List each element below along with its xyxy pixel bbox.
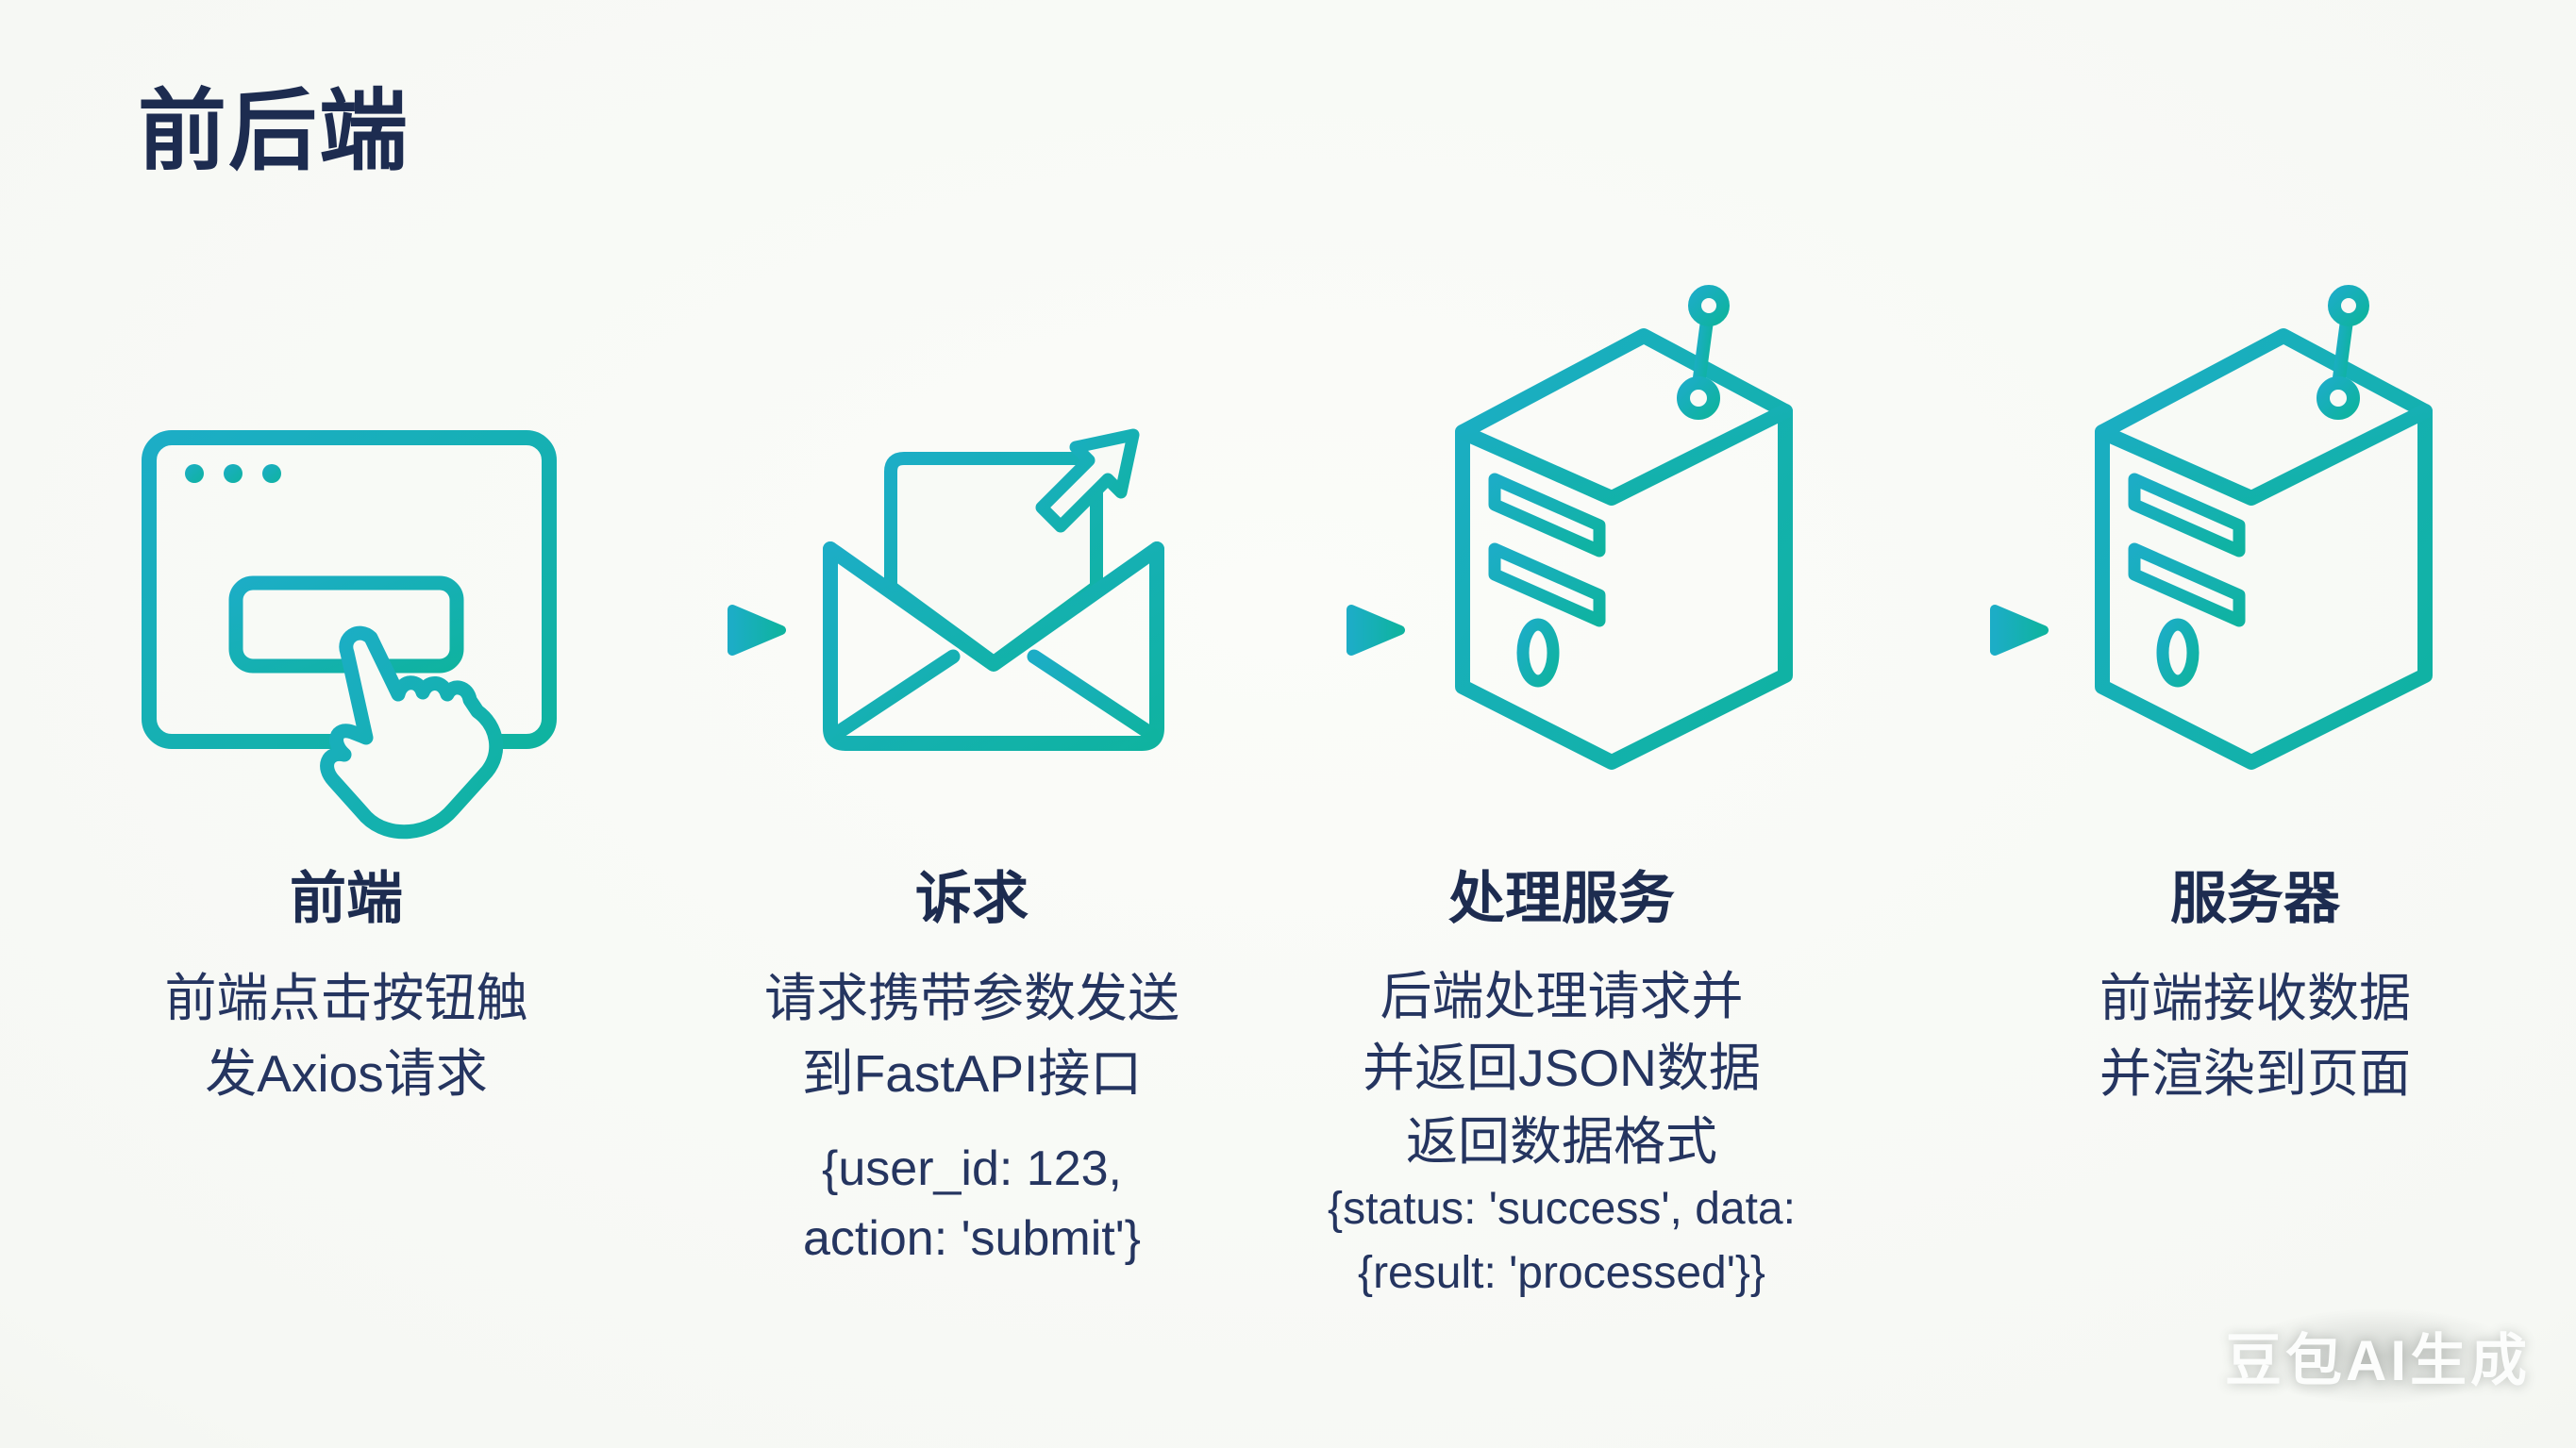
step-line: 前端点击按钮触 [164,969,528,1027]
step-code-line: {user_id: 123, [821,1141,1123,1196]
step-heading: 前端 [290,867,403,930]
page-title: 前后端 [138,81,410,180]
step-column-request: 诉求 请求携带参数发送 到FastAPI接口 {user_id: 123, ac… [670,868,1274,1273]
step-line: 并返回JSON数据 [1363,1039,1761,1097]
step-code-line: action: 'submit'} [802,1211,1142,1266]
step-heading: 处理服务 [1448,867,1675,930]
envelope-send-icon [823,428,1164,751]
watermark: 豆包AI生成 [2193,1294,2563,1417]
step-column-frontend: 前端 前端点击按钮触 发Axios请求 [44,868,648,1111]
browser-click-icon [142,430,557,840]
step-sublabel: 返回数据格式 [1405,1112,1717,1171]
step-line: 到FastAPI接口 [801,1044,1143,1103]
step-line: 后端处理请求并 [1380,967,1744,1025]
step-heading: 诉求 [915,867,1029,930]
step-line: 发Axios请求 [205,1044,488,1103]
step-line: 前端接收数据 [2099,969,2411,1027]
flow-arrow-1 [596,605,786,656]
watermark-text: 豆包AI生成 [2225,1328,2531,1392]
step-code-line: {result: 'processed'}} [1358,1248,1765,1298]
step-column-processing: 处理服务 后端处理请求并 并返回JSON数据 返回数据格式 {status: '… [1227,868,1897,1306]
server-icon [1455,285,1793,770]
step-line: 请求携带参数发送 [763,969,1179,1027]
step-code-line: {status: 'success', data: [1328,1184,1796,1234]
step-heading: 服务器 [2170,867,2340,930]
step-column-server: 服务器 前端接收数据 并渲染到页面 [1953,868,2557,1111]
step-line: 并渲染到页面 [2099,1044,2411,1103]
flow-arrow-2 [1215,605,1405,656]
flow-arrow-3 [1859,605,2049,656]
server-icon [2095,285,2433,770]
